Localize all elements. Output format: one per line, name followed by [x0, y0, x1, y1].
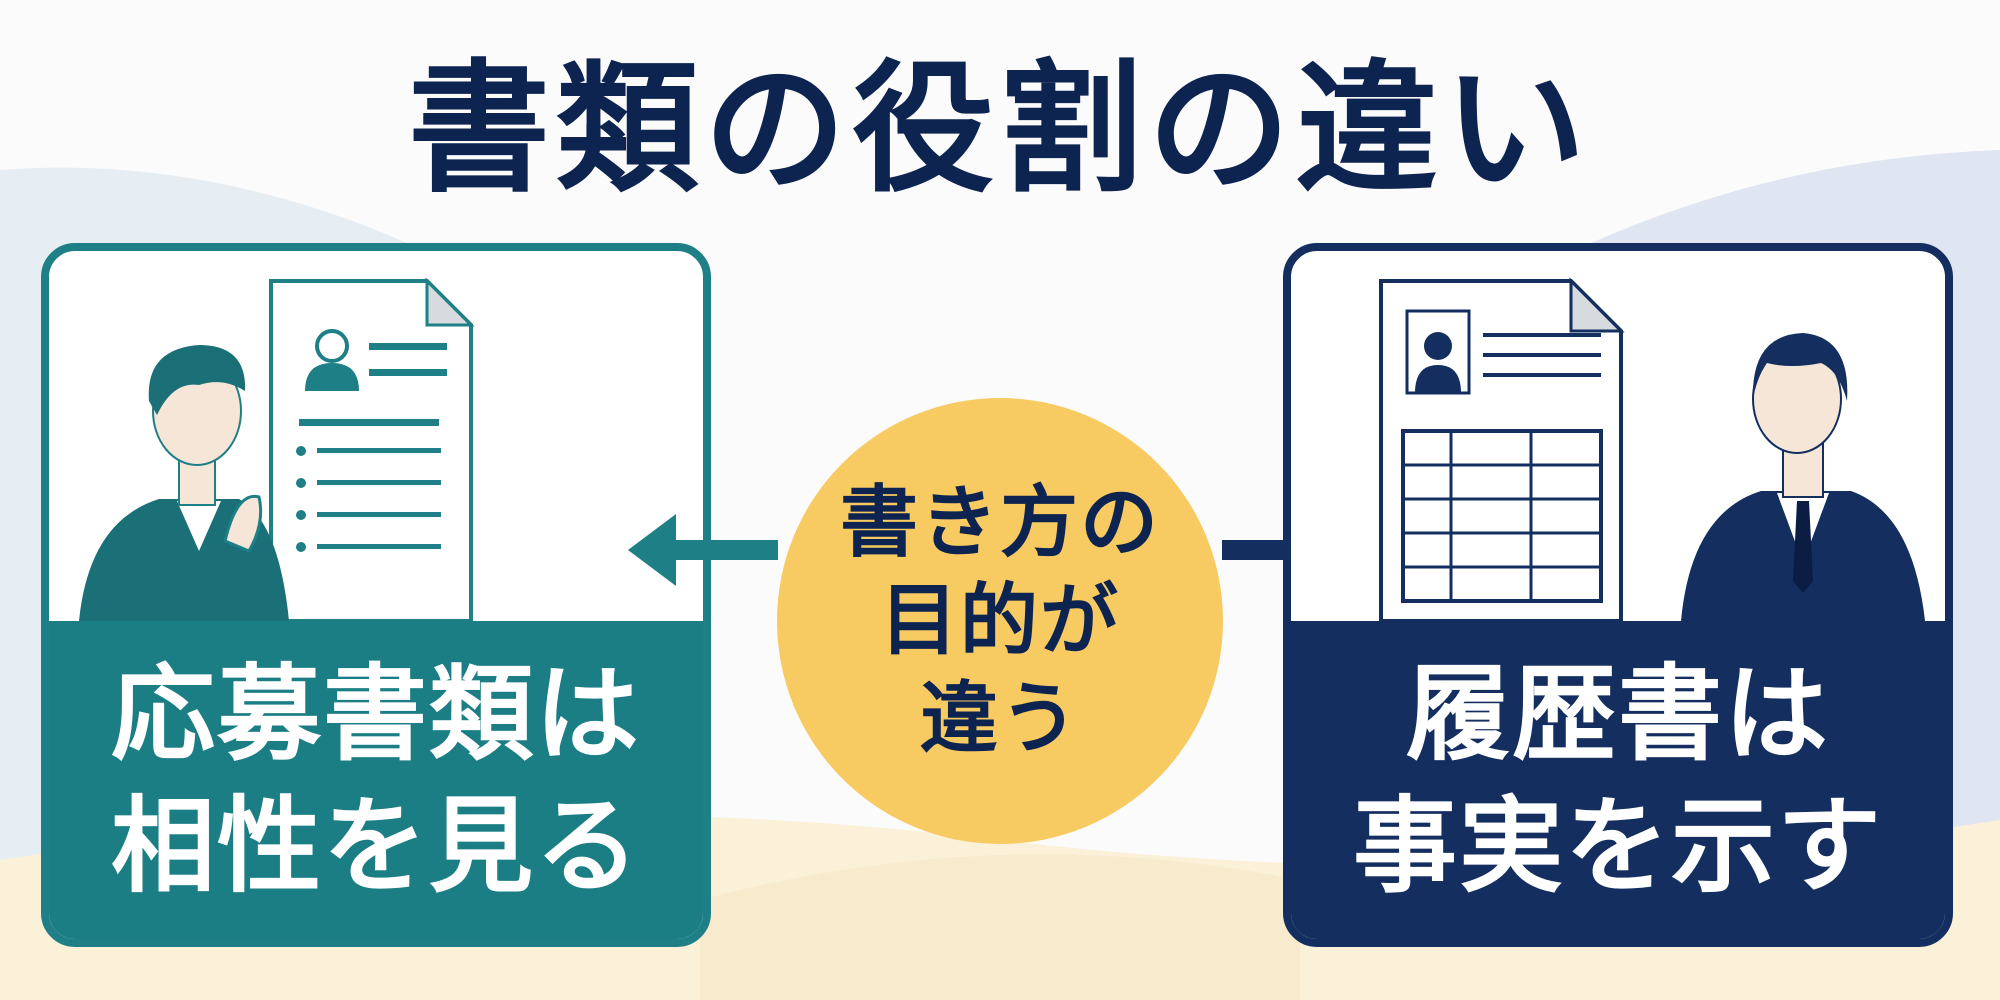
right-panel-label: 履歴書は 事実を示す	[1291, 621, 1945, 939]
resume-form-icon	[1379, 277, 1625, 621]
right-illustration	[1379, 277, 1925, 621]
center-line-1: 書き方の	[839, 478, 1160, 568]
right-line-1: 履歴書は	[1405, 653, 1830, 775]
page-title: 書類の役割の違い	[408, 47, 1592, 212]
center-line-3: 違う	[919, 674, 1080, 764]
left-arrow-icon	[628, 514, 778, 586]
businessman-icon	[1681, 333, 1925, 621]
profile-document-icon	[269, 277, 475, 621]
right-line-2: 事実を示す	[1352, 785, 1883, 907]
left-panel: 応募書類は 相性を見る	[41, 243, 711, 947]
center-line-2: 目的が	[879, 576, 1120, 666]
left-illustration	[79, 277, 475, 621]
left-panel-label: 応募書類は 相性を見る	[49, 621, 703, 939]
center-circle: 書き方の 目的が 違う	[777, 398, 1223, 844]
right-panel: 履歴書は 事実を示す	[1283, 243, 1953, 947]
left-line-2: 相性を見る	[110, 785, 641, 907]
thinking-person-icon	[79, 345, 289, 621]
left-line-1: 応募書類は	[110, 653, 641, 775]
